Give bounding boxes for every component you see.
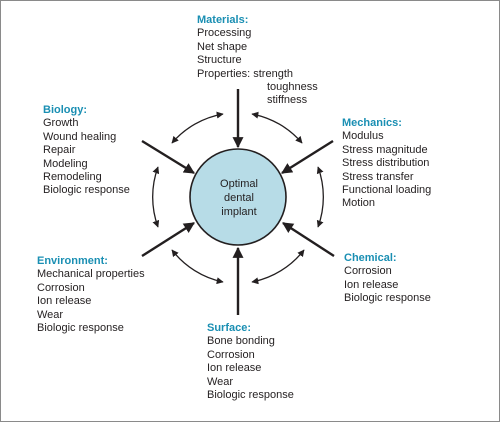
biology-item: Remodeling — [43, 171, 102, 184]
chemical-item: Ion release — [344, 278, 399, 291]
mechanics-block: Mechanics: Modulus Stress magnitude Stre… — [342, 117, 431, 211]
materials-item: stiffness — [267, 94, 308, 107]
radial-arrow-mechanics — [281, 139, 334, 175]
ring-arrow-surface-environment — [171, 249, 224, 285]
chemical-item: Corrosion — [344, 265, 392, 278]
ring-arrow-environment-biology — [152, 166, 160, 228]
mechanics-heading: Mechanics: — [342, 117, 402, 129]
environment-item: Mechanical properties — [37, 268, 145, 281]
materials-block: Materials: Processing Net shape Structur… — [197, 14, 318, 108]
ring-arrow-chemical-surface — [251, 249, 305, 285]
environment-item: Corrosion — [37, 281, 85, 294]
environment-item: Biologic response — [37, 322, 124, 335]
environment-item: Ion release — [37, 295, 92, 308]
surface-item: Wear — [207, 375, 234, 388]
ring-arrow-mechanics-chemical — [316, 166, 324, 228]
materials-item: Properties: strength — [197, 67, 293, 80]
chemical-item: Biologic response — [344, 292, 431, 305]
mechanics-item: Modulus — [342, 130, 384, 143]
mechanics-item: Functional loading — [342, 184, 432, 197]
radial-arrow-biology — [141, 139, 195, 175]
mechanics-item: Stress transfer — [342, 170, 414, 183]
surface-item: Corrosion — [207, 348, 255, 361]
materials-heading: Materials: — [197, 14, 249, 26]
biology-heading: Biology: — [43, 104, 87, 116]
radial-arrow-chemical — [282, 221, 335, 258]
biology-item: Wound healing — [43, 130, 117, 143]
mechanics-item: Motion — [342, 197, 376, 210]
ring-arrow-biology-materials — [171, 111, 224, 144]
center-label: Optimal dental implant — [187, 177, 291, 219]
ring-arrow-materials-mechanics — [251, 111, 303, 144]
surface-item: Biologic response — [207, 389, 294, 402]
mechanics-item: Stress distribution — [342, 157, 430, 170]
center-label-line: dental — [224, 192, 254, 204]
biology-item: Repair — [43, 144, 76, 157]
materials-item: Processing — [197, 27, 252, 40]
surface-item: Ion release — [207, 362, 262, 375]
center-label-line: Optimal — [220, 178, 258, 190]
environment-block: Environment: Mechanical properties Corro… — [37, 255, 145, 335]
mechanics-item: Stress magnitude — [342, 143, 428, 156]
materials-item: Structure — [197, 54, 242, 67]
environment-item: Wear — [37, 308, 64, 321]
surface-item: Bone bonding — [207, 335, 275, 348]
environment-heading: Environment: — [37, 255, 108, 267]
biology-item: Modeling — [43, 157, 88, 170]
materials-item: Net shape — [197, 40, 248, 53]
surface-block: Surface: Bone bonding Corrosion Ion rele… — [207, 322, 294, 402]
center-label-line: implant — [221, 206, 257, 218]
center-circle — [189, 148, 287, 246]
radial-arrow-environment — [141, 221, 195, 258]
materials-item: toughness — [267, 81, 318, 94]
biology-block: Biology: Growth Wound healing Repair Mod… — [43, 104, 130, 198]
biology-item: Biologic response — [43, 184, 130, 197]
chemical-block: Chemical: Corrosion Ion release Biologic… — [344, 252, 431, 306]
biology-item: Growth — [43, 117, 79, 130]
surface-heading: Surface: — [207, 322, 252, 334]
chemical-heading: Chemical: — [344, 252, 397, 264]
